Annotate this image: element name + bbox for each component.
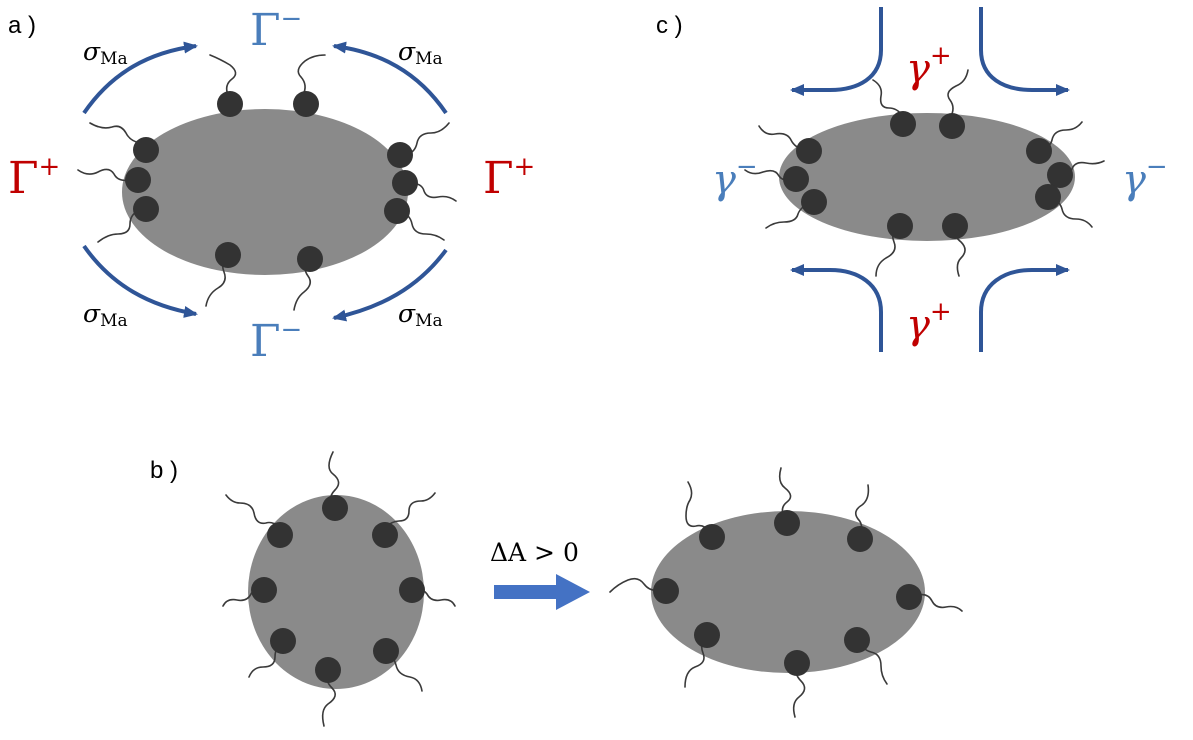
flow-arrow-top-right xyxy=(979,7,1070,96)
surfactant-head xyxy=(215,242,241,268)
surfactant-heads-c xyxy=(783,111,1073,239)
surfactant-head xyxy=(384,198,410,224)
surfactant-head xyxy=(1047,162,1073,188)
sigma-label-top-left: σMa xyxy=(83,37,128,69)
surfactant-head xyxy=(784,650,810,676)
area-increase-arrow xyxy=(494,574,590,610)
gamma-minus-bottom: Γ− xyxy=(250,315,302,367)
surfactant-heads-a xyxy=(125,91,418,272)
panel-b-label: b ) xyxy=(150,457,178,484)
surfactant-head xyxy=(251,577,277,603)
surfactant-head xyxy=(133,137,159,163)
surfactant-head xyxy=(1026,138,1052,164)
surfactant-head xyxy=(653,578,679,604)
surfactant-head xyxy=(796,138,822,164)
surfactant-head xyxy=(896,584,922,610)
surfactant-head xyxy=(887,213,913,239)
arrow-shaft xyxy=(494,585,558,599)
delta-area-label: ΔA > 0 xyxy=(490,538,579,567)
flow-arrow-bottom-right xyxy=(979,264,1070,352)
surfactant-head xyxy=(387,142,413,168)
gamma-minus-left: γ− xyxy=(712,152,758,203)
sigma-label-bottom-right: σMa xyxy=(398,299,443,331)
surfactant-head xyxy=(801,189,827,215)
surfactant-head xyxy=(322,495,348,521)
flow-arrow-bottom-left xyxy=(82,244,198,318)
surfactant-heads-b-initial xyxy=(251,495,425,683)
arrow-head xyxy=(556,574,590,610)
flow-arrow-top-left xyxy=(82,41,198,115)
surfactant-head xyxy=(774,510,800,536)
marangoni-arrows-a xyxy=(82,41,448,322)
surfactant-head xyxy=(847,526,873,552)
surfactant-head xyxy=(315,657,341,683)
surfactant-head xyxy=(373,638,399,664)
surfactant-head xyxy=(392,170,418,196)
surfactant-head xyxy=(942,213,968,239)
surfactant-head xyxy=(125,167,151,193)
surfactant-head xyxy=(270,628,296,654)
surfactant-head xyxy=(293,91,319,117)
surfactant-head xyxy=(694,622,720,648)
sigma-label-top-right: σMa xyxy=(398,37,443,69)
flow-arrow-top-right xyxy=(332,41,448,115)
surfactant-head xyxy=(939,113,965,139)
surfactant-head xyxy=(372,522,398,548)
surfactant-head xyxy=(217,91,243,117)
surfactant-head xyxy=(133,196,159,222)
surfactant-head xyxy=(844,627,870,653)
panel-c-label: c ) xyxy=(656,12,683,39)
gamma-minus-top: Γ− xyxy=(250,4,302,56)
flow-arrow-bottom-right xyxy=(332,248,448,322)
gamma-minus-right: γ− xyxy=(1122,152,1168,203)
surfactant-head xyxy=(699,524,725,550)
straining-flow-arrows-c xyxy=(790,7,1070,352)
gamma-plus-right: Γ+ xyxy=(483,152,535,204)
gamma-plus-left: Γ+ xyxy=(8,152,60,204)
droplet-c xyxy=(779,113,1075,241)
surfactant-head xyxy=(1035,184,1061,210)
surfactant-head xyxy=(783,166,809,192)
surfactant-heads-b-stretched xyxy=(653,510,922,676)
flow-arrow-bottom-left xyxy=(790,264,883,352)
gamma-plus-top: γ+ xyxy=(906,41,952,92)
panel-a-label: a ) xyxy=(8,12,36,39)
gamma-plus-bottom: γ+ xyxy=(906,297,952,348)
droplet-a xyxy=(122,109,408,275)
panel-a: a ) xyxy=(8,4,535,367)
surfactant-head xyxy=(297,246,323,272)
panel-b: b ) ΔA > 0 xyxy=(150,451,963,727)
flow-arrow-top-left xyxy=(790,7,883,96)
surfactant-head xyxy=(890,111,916,137)
surfactant-tails-a xyxy=(77,54,457,311)
sigma-label-bottom-left: σMa xyxy=(83,299,128,331)
surfactant-head xyxy=(399,577,425,603)
panel-c: c ) xyxy=(656,7,1168,352)
surfactant-head xyxy=(267,522,293,548)
